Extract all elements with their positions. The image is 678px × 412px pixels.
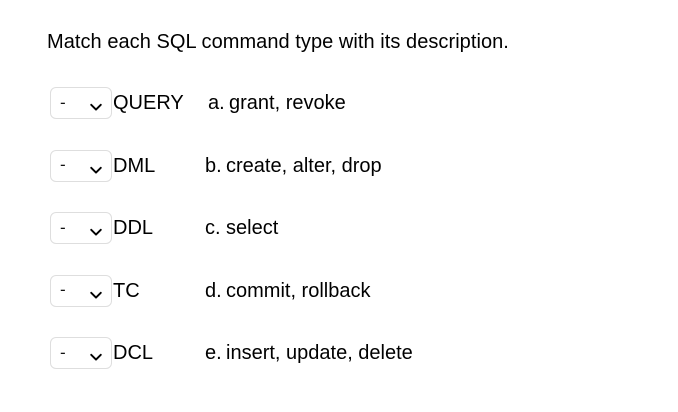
table-row: - TC d. commit, rollback (0, 274, 678, 338)
chevron-down-icon (88, 345, 104, 361)
term-label-dml: DML (113, 154, 156, 177)
answer-select-wrapper-ddl: - (50, 212, 112, 244)
answer-select-value: - (60, 280, 66, 299)
description-text: insert, update, delete (226, 342, 413, 364)
description-item-d: d. commit, rollback (205, 278, 370, 304)
answer-select-value: - (60, 342, 66, 362)
answer-select-wrapper-dcl: - (50, 337, 112, 369)
description-text: grant, revoke (229, 92, 346, 114)
term-label-ddl: DDL (113, 217, 154, 239)
term-label-dcl: DCL (113, 342, 154, 364)
chevron-down-icon (88, 283, 104, 299)
description-item-a: a. grant, revoke (208, 90, 346, 116)
answer-select-wrapper-query: - (50, 87, 112, 119)
chevron-down-icon (88, 95, 104, 111)
answer-select-dml[interactable]: - (50, 149, 112, 182)
description-marker: b. (205, 154, 222, 177)
chevron-down-icon (88, 158, 104, 174)
description-item-c: c. select (205, 215, 278, 241)
page-title: Match each SQL command type with its des… (47, 31, 509, 53)
description-marker: d. (205, 279, 222, 302)
answer-select-dcl[interactable]: - (50, 337, 112, 369)
answer-select-query[interactable]: - (50, 87, 112, 119)
description-item-e: e. insert, update, delete (205, 340, 413, 366)
table-row: - DML b. create, alter, drop (0, 149, 678, 213)
table-row: - DDL c. select (0, 212, 678, 275)
answer-select-wrapper-tc: - (50, 274, 112, 307)
description-text: commit, rollback (226, 279, 371, 302)
answer-select-value: - (60, 217, 66, 237)
answer-select-ddl[interactable]: - (50, 212, 112, 244)
description-item-b: b. create, alter, drop (205, 153, 382, 179)
description-text: create, alter, drop (226, 154, 382, 177)
table-row: - QUERY a. grant, revoke (0, 87, 678, 150)
answer-select-value: - (60, 155, 66, 174)
description-marker: a. (208, 92, 225, 114)
description-text: select (226, 217, 279, 239)
term-label-tc: TC (113, 279, 140, 302)
table-row: - DCL e. insert, update, delete (0, 337, 678, 400)
answer-select-wrapper-dml: - (50, 149, 112, 182)
description-marker: c. (205, 217, 221, 239)
description-marker: e. (205, 342, 222, 364)
chevron-down-icon (88, 220, 104, 236)
answer-select-tc[interactable]: - (50, 274, 112, 307)
answer-select-value: - (60, 92, 66, 112)
term-label-query: QUERY (113, 92, 184, 114)
match-row-list: - QUERY a. grant, revoke - (0, 87, 678, 400)
